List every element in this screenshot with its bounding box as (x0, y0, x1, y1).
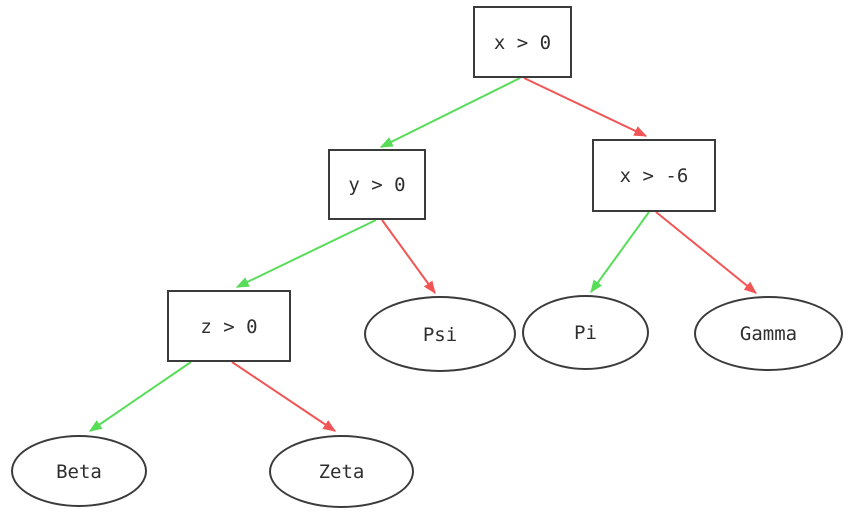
node-label: x > 0 (493, 31, 552, 54)
node-label: Zeta (318, 461, 365, 483)
node-label: Beta (56, 460, 102, 483)
leaf-node-zeta: Zeta (269, 435, 414, 508)
node-label: Gamma (739, 323, 798, 345)
node-label: z > 0 (200, 315, 258, 338)
edge-root-to-x6-false (523, 77, 648, 137)
decision-node-x-gt-neg6: x > -6 (592, 139, 716, 212)
leaf-node-psi: Psi (364, 296, 516, 372)
leaf-node-beta: Beta (11, 435, 147, 507)
leaf-node-gamma: Gamma (694, 296, 843, 371)
node-label: Pi (574, 322, 597, 344)
edge-z-to-zeta-false (231, 361, 337, 432)
node-label: x > -6 (619, 165, 689, 187)
edge-y-to-psi-false (381, 219, 436, 295)
node-label: y > 0 (348, 174, 406, 196)
decision-node-x-gt-0: x > 0 (473, 6, 572, 78)
edge-y-to-z-true (235, 219, 377, 288)
decision-node-y-gt-0: y > 0 (328, 149, 426, 220)
edge-z-to-beta-true (88, 361, 192, 432)
edge-root-to-y-true (379, 77, 521, 148)
node-label: Psi (422, 323, 458, 346)
edge-x6-to-gamma-false (655, 211, 758, 294)
leaf-node-pi: Pi (522, 295, 649, 370)
edge-x6-to-pi-true (590, 211, 650, 294)
decision-node-z-gt-0: z > 0 (167, 290, 291, 362)
